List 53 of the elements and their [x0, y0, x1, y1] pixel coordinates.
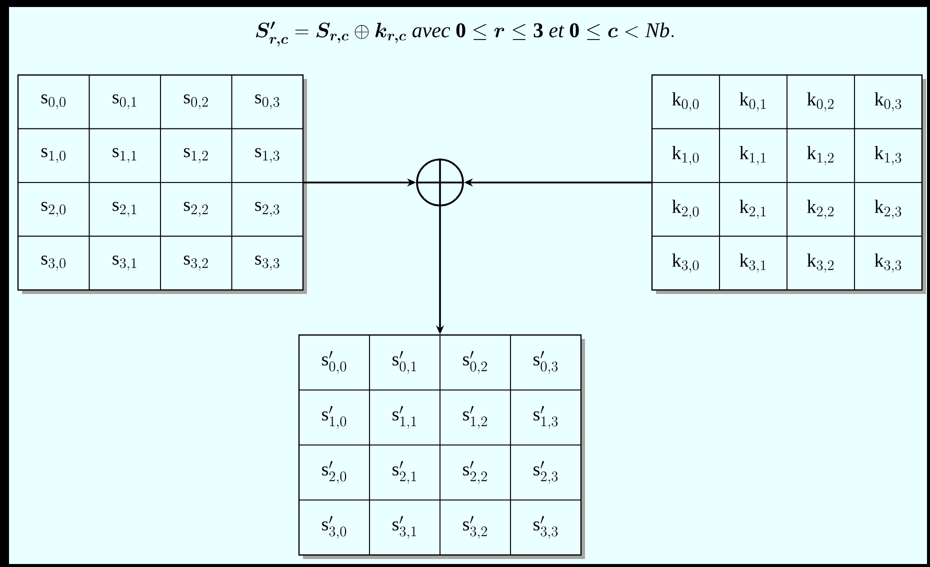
matrix-cell: $\mathrm{s}_{0,3}$ — [231, 74, 304, 130]
matrix-cell: $\mathrm{k}_{2,3}$ — [854, 182, 922, 237]
matrix-cell: $\mathrm{s}'_{0,0}$ — [298, 334, 370, 390]
matrix-cell: $\mathrm{s}_{2,3}$ — [231, 182, 304, 237]
matrix-cell: $\mathrm{s}_{0,1}$ — [88, 74, 161, 130]
matrix-cell: $\mathrm{s}'_{1,3}$ — [510, 390, 582, 446]
matrix-cell: $\mathrm{s}_{1,0}$ — [18, 128, 90, 183]
matrix-cell: $\mathrm{k}_{3,2}$ — [786, 236, 855, 290]
matrix-cell: $\mathrm{s}'_{3,1}$ — [369, 500, 440, 556]
matrix-cell: $\mathrm{k}_{1,2}$ — [786, 128, 855, 183]
matrix-cell: $\mathrm{s}'_{2,2}$ — [440, 444, 511, 500]
matrix-cell: $\mathrm{s}_{2,1}$ — [88, 182, 161, 237]
matrix-cell: $\mathrm{s}_{3,3}$ — [231, 236, 304, 290]
matrix-cell: $\mathrm{s}'_{2,3}$ — [510, 444, 582, 500]
matrix-cell: $\mathrm{k}_{2,2}$ — [786, 182, 855, 237]
matrix-cell: $\mathrm{k}_{0,2}$ — [786, 74, 855, 130]
matrix-cell: $\mathrm{s}'_{0,2}$ — [440, 334, 511, 390]
matrix-cell: $\mathrm{s}_{2,0}$ — [18, 182, 90, 237]
matrix-cell: $\mathrm{k}_{0,0}$ — [652, 74, 720, 130]
matrix-cell: $\mathrm{s}'_{0,3}$ — [510, 334, 582, 390]
matrix-cell: $\mathrm{s}'_{3,3}$ — [510, 500, 582, 556]
matrix-cell: $\mathrm{s}'_{1,1}$ — [369, 390, 440, 446]
matrix-cell: $\mathrm{s}'_{2,1}$ — [369, 444, 440, 500]
matrix-cell: $\mathrm{s}_{3,0}$ — [18, 236, 90, 290]
matrix-cell: $\mathrm{k}_{2,0}$ — [652, 182, 720, 237]
matrix-cell: $\mathrm{s}'_{1,0}$ — [298, 390, 370, 446]
matrix-cell: $\mathrm{k}_{2,1}$ — [719, 182, 788, 237]
formula-title: $\boldsymbol{S'_{r,c}} = \boldsymbol{S_{r,c}} \oplus \boldsymbol{k_{r,c}}\ \mathit{avec}\ \mathbf{0} \le \boldsymbol{r} \le \mathbf{3}\ \mathit{et}\ \mathbf{0} \le \boldsymbol{c} < \mathit{Nb}.$ — [256, 22, 674, 46]
matrix-cell: $\mathrm{s}_{3,2}$ — [160, 236, 232, 290]
matrix-cell: $\mathrm{s}_{1,1}$ — [88, 128, 161, 183]
matrix-cell: $\mathrm{k}_{3,3}$ — [854, 236, 922, 290]
matrix-grid — [298, 334, 585, 559]
matrix-cell: $\mathrm{s}_{1,3}$ — [231, 128, 304, 183]
matrix-grid — [651, 74, 926, 294]
matrix-cell: $\mathrm{s}_{2,2}$ — [160, 182, 232, 237]
matrix-cell: $\mathrm{k}_{1,1}$ — [719, 128, 788, 183]
matrix-cell: $\mathrm{s}'_{3,2}$ — [440, 500, 511, 556]
matrix-cell: $\mathrm{s}'_{0,1}$ — [369, 334, 440, 390]
matrix-cell: $\mathrm{k}_{3,1}$ — [719, 236, 788, 290]
matrix-cell: $\mathrm{k}_{1,0}$ — [652, 128, 720, 183]
xor-symbol — [415, 158, 465, 208]
matrix-grid — [17, 74, 307, 294]
matrix-cell: $\mathrm{k}_{0,3}$ — [854, 74, 922, 130]
matrix-cell: $\mathrm{s}_{1,2}$ — [160, 128, 232, 183]
matrix-cell: $\mathrm{s}_{0,2}$ — [160, 74, 232, 130]
matrix-cell: $\mathrm{s}'_{2,0}$ — [298, 444, 370, 500]
matrix-cell: $\mathrm{k}_{0,1}$ — [719, 74, 788, 130]
matrix-cell: $\mathrm{s}_{3,1}$ — [88, 236, 161, 290]
matrix-cell: $\mathrm{s}'_{3,0}$ — [298, 500, 370, 556]
matrix-cell: $\mathrm{k}_{3,0}$ — [652, 236, 720, 290]
matrix-cell: $\mathrm{k}_{1,3}$ — [854, 128, 922, 183]
matrix-cell: $\mathrm{s}_{0,0}$ — [18, 74, 90, 130]
matrix-cell: $\mathrm{s}'_{1,2}$ — [440, 390, 511, 446]
